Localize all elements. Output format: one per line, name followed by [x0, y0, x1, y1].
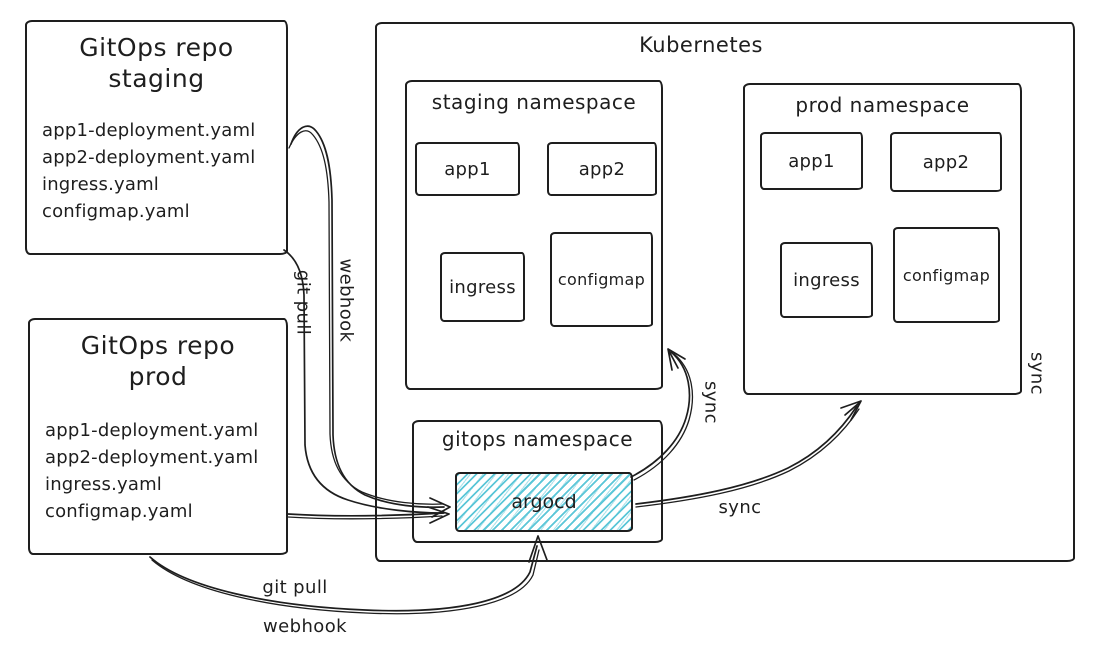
- gitops-namespace-title: gitops namespace: [441, 427, 634, 451]
- file-item: app2-deployment.yaml: [45, 447, 259, 468]
- sync-label-staging: sync: [700, 381, 722, 424]
- staging-configmap-box: configmap: [550, 232, 653, 327]
- prod-namespace-box: prod namespace: [743, 83, 1022, 395]
- staging-app1-box: app1: [415, 142, 520, 196]
- prod-app1-box: app1: [760, 132, 863, 190]
- sync-label-prod: sync: [718, 497, 762, 518]
- file-item: ingress.yaml: [42, 174, 160, 195]
- prod-repo-subtitle: prod: [128, 362, 188, 391]
- sync-label-right: sync: [1026, 352, 1048, 395]
- staging-repo-box: GitOps repo staging app1-deployment.yaml…: [25, 20, 288, 255]
- kubernetes-title: Kubernetes: [639, 33, 763, 57]
- file-item: app2-deployment.yaml: [42, 147, 256, 168]
- webhook-label-prod: webhook: [263, 616, 347, 637]
- prod-ingress-box: ingress: [780, 242, 873, 318]
- file-item: configmap.yaml: [45, 501, 193, 522]
- staging-ingress-box: ingress: [440, 252, 525, 322]
- git-pull-label-staging: git pull: [292, 269, 314, 336]
- file-item: ingress.yaml: [45, 474, 163, 495]
- staging-repo-subtitle: staging: [108, 64, 205, 93]
- file-item: configmap.yaml: [42, 201, 190, 222]
- prod-app2-box: app2: [890, 132, 1002, 192]
- prod-repo-files: app1-deployment.yaml app2-deployment.yam…: [45, 417, 258, 525]
- argocd-box: argocd: [455, 472, 633, 532]
- prod-configmap-box: configmap: [893, 227, 1000, 323]
- prod-namespace-title: prod namespace: [795, 93, 970, 117]
- git-pull-label-prod: git pull: [262, 577, 328, 598]
- file-item: app1-deployment.yaml: [42, 120, 256, 141]
- webhook-label-staging: webhook: [335, 258, 357, 343]
- prod-repo-title: GitOps repo: [80, 331, 236, 360]
- staging-repo-files: app1-deployment.yaml app2-deployment.yam…: [42, 117, 255, 225]
- staging-app2-box: app2: [547, 142, 657, 196]
- staging-repo-title: GitOps repo: [79, 33, 234, 62]
- staging-namespace-title: staging namespace: [431, 90, 637, 114]
- file-item: app1-deployment.yaml: [45, 420, 259, 441]
- prod-repo-box: GitOps repo prod app1-deployment.yaml ap…: [28, 318, 288, 555]
